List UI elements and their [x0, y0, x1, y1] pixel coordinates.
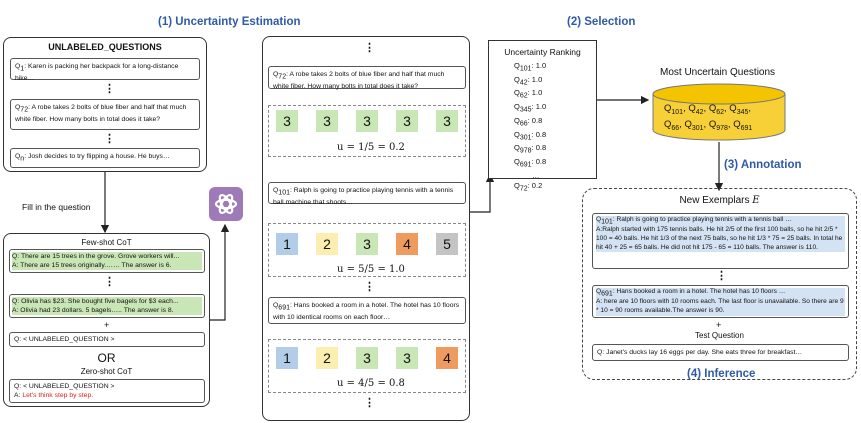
answer-box: 4	[396, 233, 418, 255]
answer-box: 3	[396, 347, 418, 369]
or-label: OR	[97, 351, 116, 365]
exemplar-101: Q101: Ralph is going to practice playing…	[592, 213, 849, 269]
fewshot-query: Q: < UNLABELED_QUESTION >	[9, 332, 205, 347]
answers-group-691	[268, 339, 466, 393]
answer-box: 4	[436, 347, 458, 369]
answer-box: 2	[316, 233, 338, 255]
answer-box: 3	[356, 233, 378, 255]
answer-box: 2	[316, 347, 338, 369]
most-uncertain-list: Q101, Q42, Q62, Q345, Q66, Q301, Q978, Q…	[664, 103, 753, 132]
answer-box: 1	[276, 233, 298, 255]
most-uncertain-title: Most Uncertain Questions	[660, 67, 776, 78]
fewshot-example-1: Q: There are 15 trees in the grove. Grov…	[9, 249, 205, 273]
exemplars-title: New Exemplars E	[679, 195, 760, 206]
fewshot-example-2: Q: Olivia has $23. She bought five bagel…	[9, 294, 205, 318]
estimation-question-72: Q72: A robe takes 2 bolts of blue fiber …	[268, 66, 466, 90]
uncertainty-value-101: u = 5/5 = 1.0	[337, 264, 405, 275]
zeroshot-title: Zero-shot CoT	[80, 367, 133, 376]
ranking-list: Q101: 1.0 Q42: 1.0 Q62: 1.0 Q345: 1.0 Q6…	[514, 61, 547, 193]
unlabeled-questions-panel: UNLABELED_QUESTIONS Q1: Karen is packing…	[3, 37, 207, 172]
uncertainty-value-691: u = 4/5 = 0.8	[337, 378, 405, 389]
answers-group-72	[268, 105, 466, 157]
unlabeled-question-n: Qn: Josh decides to try flipping a house…	[10, 148, 200, 168]
answer-box: 3	[356, 110, 378, 132]
header-uncertainty-estimation: (1) Uncertainty Estimation	[158, 16, 301, 28]
unlabeled-title: UNLABELED_QUESTIONS	[48, 42, 162, 52]
test-question: Q: Janet's ducks lay 16 eggs per day. Sh…	[592, 344, 849, 361]
new-exemplars-panel: New Exemplars E Q101: Ralph is going to …	[582, 188, 857, 380]
answer-box: 3	[396, 110, 418, 132]
answer-box: 1	[276, 347, 298, 369]
answer-box: 3	[436, 110, 458, 132]
answers-group-101	[268, 223, 466, 277]
test-question-label: Test Question	[695, 331, 744, 340]
llm-icon	[209, 187, 243, 221]
fewshot-title: Few-shot CoT	[81, 238, 132, 247]
prompt-panel: Few-shot CoT Q: There are 15 trees in th…	[3, 233, 210, 407]
fill-question-label: Fill in the question	[22, 202, 91, 212]
zeroshot-prompt: Q: < UNLABELED_QUESTION > A: Let's think…	[9, 379, 205, 403]
question-database-cylinder	[652, 83, 786, 141]
estimation-question-101: Q101: Ralph is going to practice playing…	[268, 182, 466, 206]
unlabeled-question-72: Q72: A robe takes 2 bolts of blue fiber …	[10, 99, 200, 130]
unlabeled-question-1: Q1: Karen is packing her backpack for a …	[10, 58, 200, 82]
uncertainty-ranking-box: Uncertainty Ranking Q101: 1.0 Q42: 1.0 Q…	[488, 40, 597, 192]
estimation-question-691: Q691: Hans booked a room in a hotel. The…	[268, 297, 466, 324]
header-inference: (4) Inference	[687, 368, 756, 380]
answer-box: 5	[436, 233, 458, 255]
header-annotation: (3) Annotation	[724, 159, 802, 171]
answer-box: 3	[356, 347, 378, 369]
header-selection: (2) Selection	[567, 16, 636, 28]
exemplar-691: Q691: Hans booked a room in a hotel. The…	[592, 285, 849, 318]
uncertainty-value-72: u = 1/5 = 0.2	[337, 142, 405, 153]
answer-box: 3	[276, 110, 298, 132]
ranking-title: Uncertainty Ranking	[504, 47, 581, 57]
answer-box: 3	[316, 110, 338, 132]
uncertainty-estimation-panel: ⋮ Q72: A robe takes 2 bolts of blue fibe…	[262, 36, 470, 421]
